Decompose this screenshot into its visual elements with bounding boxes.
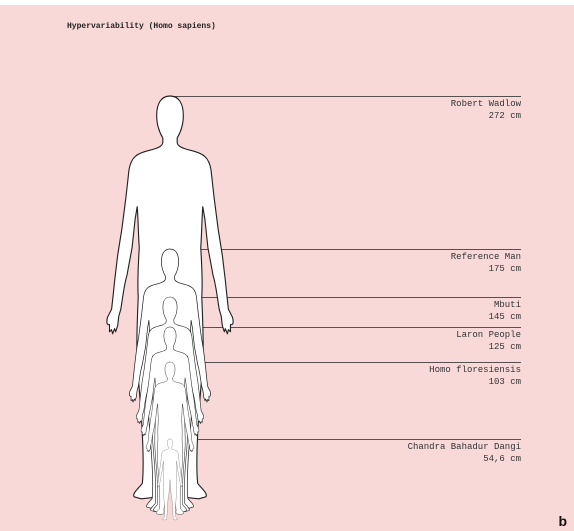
label-mbuti: Mbuti 145 cm [489, 299, 521, 323]
label-height: 103 cm [429, 376, 521, 388]
label-name: Mbuti [489, 299, 521, 311]
label-name: Reference Man [451, 251, 521, 263]
label-height: 145 cm [489, 311, 521, 323]
label-chandra-bahadur-dangi: Chandra Bahadur Dangi 54,6 cm [408, 441, 521, 465]
label-robert-wadlow: Robert Wadlow 272 cm [451, 98, 521, 122]
label-height: 175 cm [451, 263, 521, 275]
label-name: Robert Wadlow [451, 98, 521, 110]
label-height: 54,6 cm [408, 453, 521, 465]
panel-letter: b [558, 513, 567, 529]
label-height: 272 cm [451, 110, 521, 122]
label-name: Homo floresiensis [429, 364, 521, 376]
label-laron-people: Laron People 125 cm [456, 329, 521, 353]
label-homo-floresiensis: Homo floresiensis 103 cm [429, 364, 521, 388]
label-height: 125 cm [456, 341, 521, 353]
label-name: Chandra Bahadur Dangi [408, 441, 521, 453]
label-reference-man: Reference Man 175 cm [451, 251, 521, 275]
label-name: Laron People [456, 329, 521, 341]
